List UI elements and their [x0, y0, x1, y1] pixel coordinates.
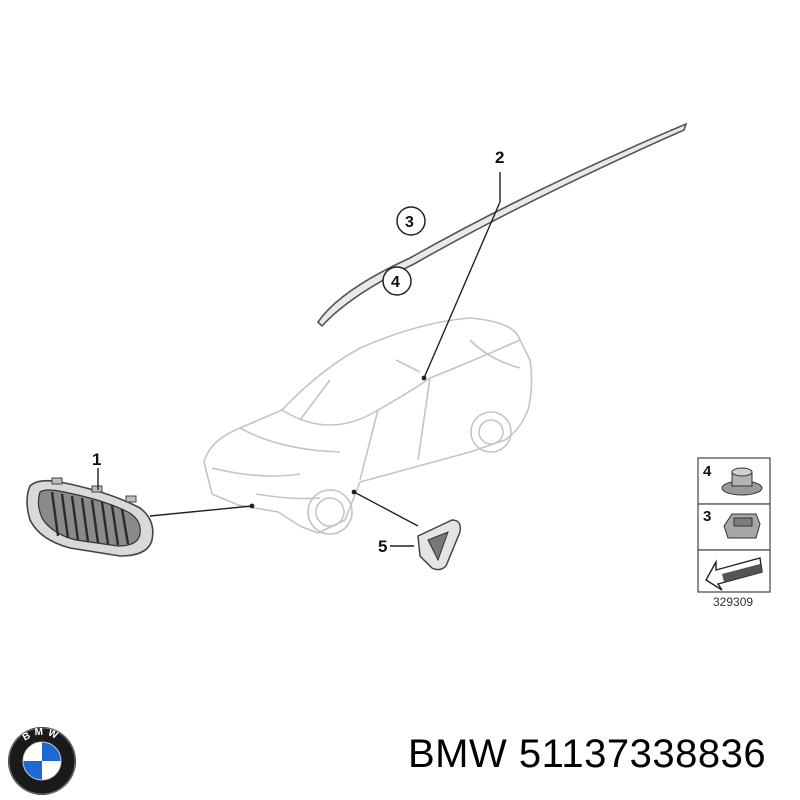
- caption-part-number: 51137338836: [518, 732, 767, 776]
- fastener-legend: 4 3: [697, 457, 771, 593]
- callout-5: 5: [378, 537, 387, 556]
- legend-number-4: 4: [703, 463, 712, 480]
- caption-brand: BMW: [408, 732, 508, 776]
- callout-3: 3: [405, 214, 414, 231]
- car-outline: [203, 317, 533, 535]
- callout-4: 4: [391, 274, 400, 291]
- clip-icon: [723, 513, 761, 539]
- nut-icon: [721, 467, 763, 496]
- callout-1: 1: [92, 450, 101, 469]
- side-gill-trim: [417, 519, 462, 571]
- part-caption: BMW 51137338836: [408, 732, 766, 777]
- leader-dots: [249, 375, 427, 509]
- bmw-logo: BMW: [8, 727, 76, 795]
- callout-2: 2: [495, 148, 504, 167]
- legend-number-3: 3: [703, 508, 711, 525]
- callout-circle-4: [382, 266, 412, 296]
- arrow-icon: [705, 557, 763, 591]
- diagram-reference-number: 329309: [713, 595, 753, 609]
- callout-circle-3: [396, 206, 426, 236]
- leader-lines: [97, 172, 501, 547]
- kidney-grille: [26, 477, 154, 557]
